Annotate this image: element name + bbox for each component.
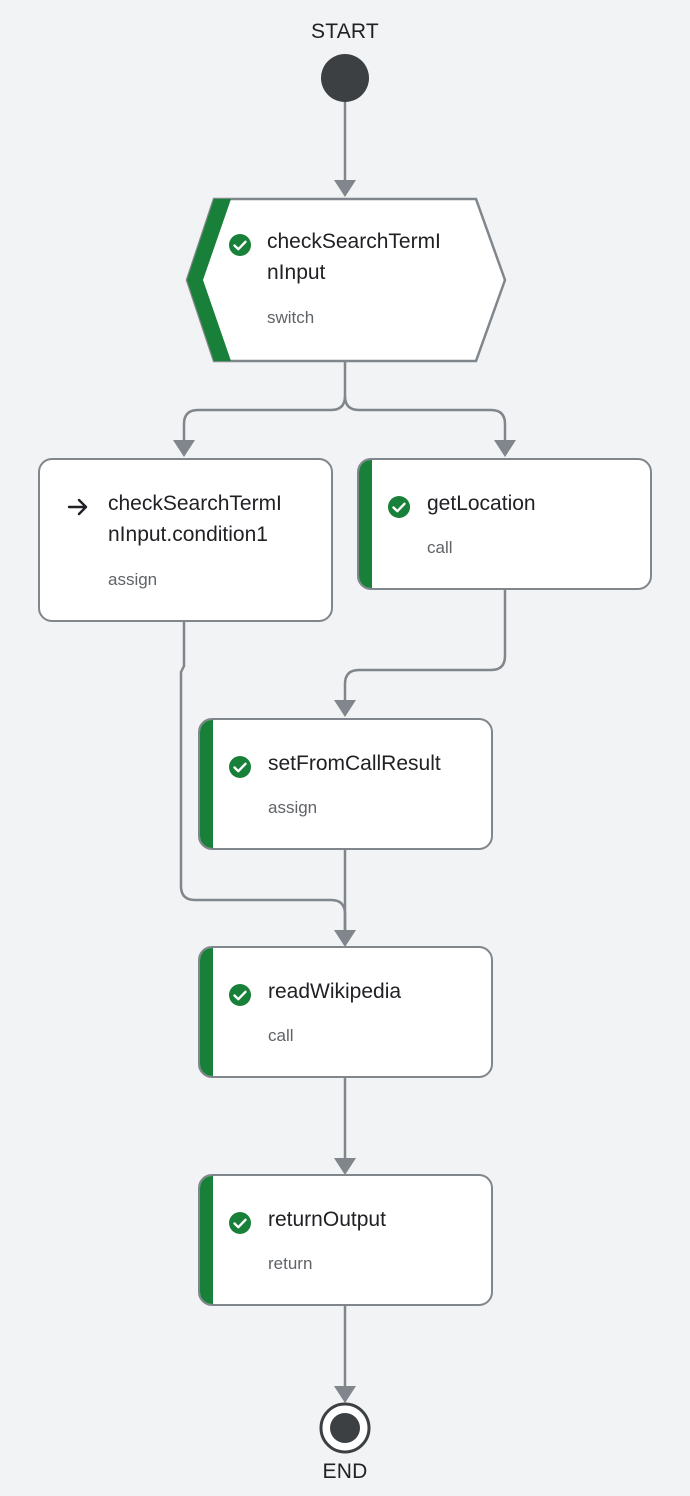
- arrowhead: [494, 440, 516, 457]
- start-label: START: [311, 20, 379, 43]
- node-returnoutput[interactable]: returnOutput return: [198, 1174, 493, 1306]
- arrow-right-icon: [67, 498, 88, 516]
- node-type-label: assign: [108, 570, 158, 589]
- node-type-label: return: [268, 1254, 313, 1273]
- edge-switch-to-condition1: [182, 362, 347, 440]
- node-checksearchterminintput[interactable]: checkSearchTermI nInput switch: [228, 226, 478, 336]
- node-title: readWikipedia: [268, 980, 402, 1003]
- node-type-label: call: [268, 1026, 294, 1045]
- check-circle-icon: [229, 756, 251, 778]
- node-title-line1: checkSearchTermI: [267, 230, 441, 253]
- arrowhead: [334, 1158, 356, 1175]
- node-title: returnOutput: [268, 1208, 386, 1231]
- node-type-label: assign: [268, 798, 318, 817]
- status-stripe: [187, 199, 231, 361]
- check-circle-icon: [229, 984, 251, 1006]
- node-title-line2: nInput: [267, 261, 326, 284]
- node-setfromcallresult[interactable]: setFromCallResult assign: [198, 718, 493, 850]
- switch-node-shape[interactable]: [185, 197, 507, 363]
- check-circle-icon: [229, 1212, 251, 1234]
- end-label: END: [322, 1460, 368, 1483]
- node-condition1[interactable]: checkSearchTermI nInput.condition1 assig…: [38, 458, 333, 622]
- arrowhead: [334, 930, 356, 947]
- check-circle-icon: [229, 234, 251, 256]
- edge-switch-to-getlocation: [343, 395, 507, 440]
- arrowhead: [334, 1386, 356, 1403]
- node-getlocation[interactable]: getLocation call: [357, 458, 652, 590]
- start-node-dot: [321, 54, 369, 102]
- end-node-dot: [330, 1413, 360, 1443]
- edge-getlocation-to-setfromcallresult: [343, 590, 507, 700]
- node-readwikipedia[interactable]: readWikipedia call: [198, 946, 493, 1078]
- node-type-label: switch: [267, 308, 315, 327]
- node-title: getLocation: [427, 492, 536, 515]
- check-circle-icon: [388, 496, 410, 518]
- arrowhead: [334, 180, 356, 197]
- arrowhead: [334, 700, 356, 717]
- node-type-label: call: [427, 538, 453, 557]
- node-title-line1: checkSearchTermI: [108, 492, 282, 515]
- arrowhead: [173, 440, 195, 457]
- node-title: setFromCallResult: [268, 752, 441, 775]
- node-title-line2: nInput.condition1: [108, 523, 268, 546]
